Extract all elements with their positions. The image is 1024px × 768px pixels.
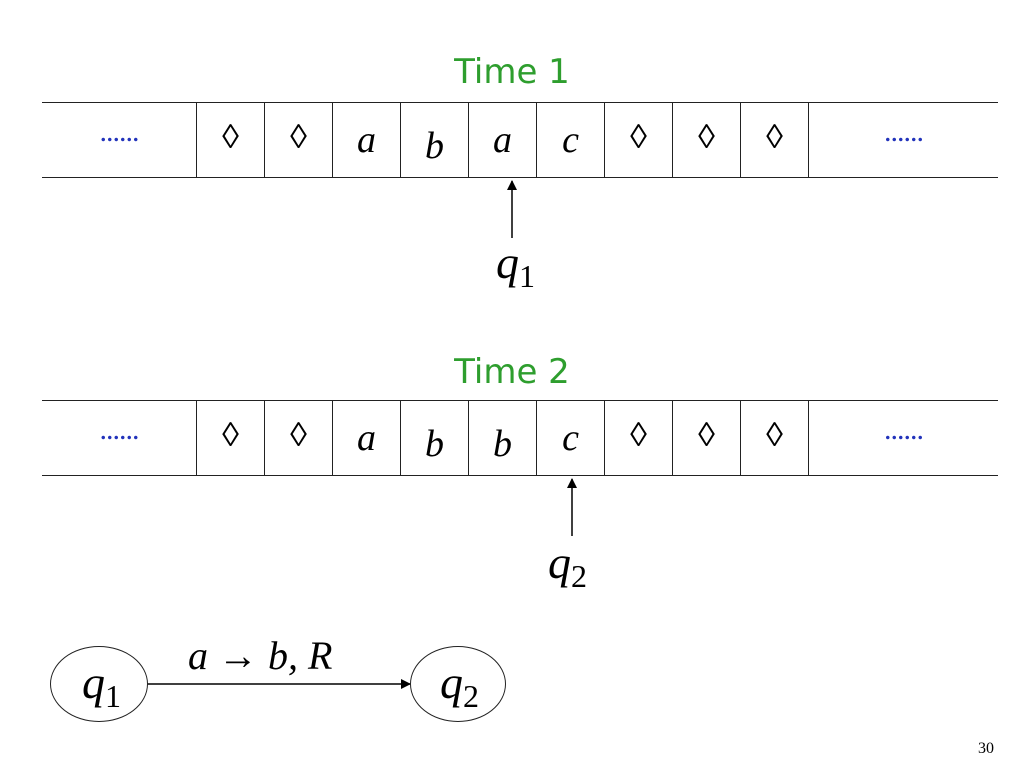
time2-title: Time 2 — [454, 352, 570, 392]
tape-cell: ◊ — [604, 103, 672, 177]
tape-cell: c — [536, 103, 604, 177]
tape-cell: ◊ — [264, 401, 332, 475]
state-label-q1: q1 — [82, 657, 121, 714]
tape-cell: ...... — [99, 115, 140, 148]
tape-cell: ...... — [808, 103, 998, 177]
tape-cell-head: c — [536, 401, 604, 475]
state-label-q2: q2 — [440, 657, 479, 714]
tape-cell: ...... — [99, 413, 140, 446]
tape-cell: ◊ — [196, 103, 264, 177]
tape-cell: ◊ — [672, 401, 740, 475]
tape-cell: b — [400, 103, 468, 177]
tape-cell-head: a — [468, 103, 536, 177]
tape-cell: ◊ — [740, 401, 808, 475]
state-circle-q1 — [50, 646, 148, 722]
tape-cell: a — [332, 401, 400, 475]
tape-cell: ◊ — [604, 401, 672, 475]
tape-cell: b — [400, 401, 468, 475]
time1-title: Time 1 — [454, 52, 570, 92]
head-state-time2: q2 — [548, 537, 587, 594]
tape-cell: ...... — [808, 401, 998, 475]
tape-time1: ...... ◊ ◊ a b a c ◊ ◊ ◊ ...... — [42, 102, 998, 178]
tape-cell: ◊ — [672, 103, 740, 177]
tape-cell: a — [332, 103, 400, 177]
state-circle-q2 — [410, 646, 506, 722]
head-state-time1: q1 — [496, 237, 535, 294]
transition-label: a → b, R — [188, 633, 333, 678]
tape-cell: ◊ — [196, 401, 264, 475]
tape-cell: ◊ — [740, 103, 808, 177]
page-number: 30 — [978, 740, 994, 757]
tape-cell: b — [468, 401, 536, 475]
tape-time2: ...... ◊ ◊ a b b c ◊ ◊ ◊ ...... — [42, 400, 998, 476]
tape-cell: ◊ — [264, 103, 332, 177]
